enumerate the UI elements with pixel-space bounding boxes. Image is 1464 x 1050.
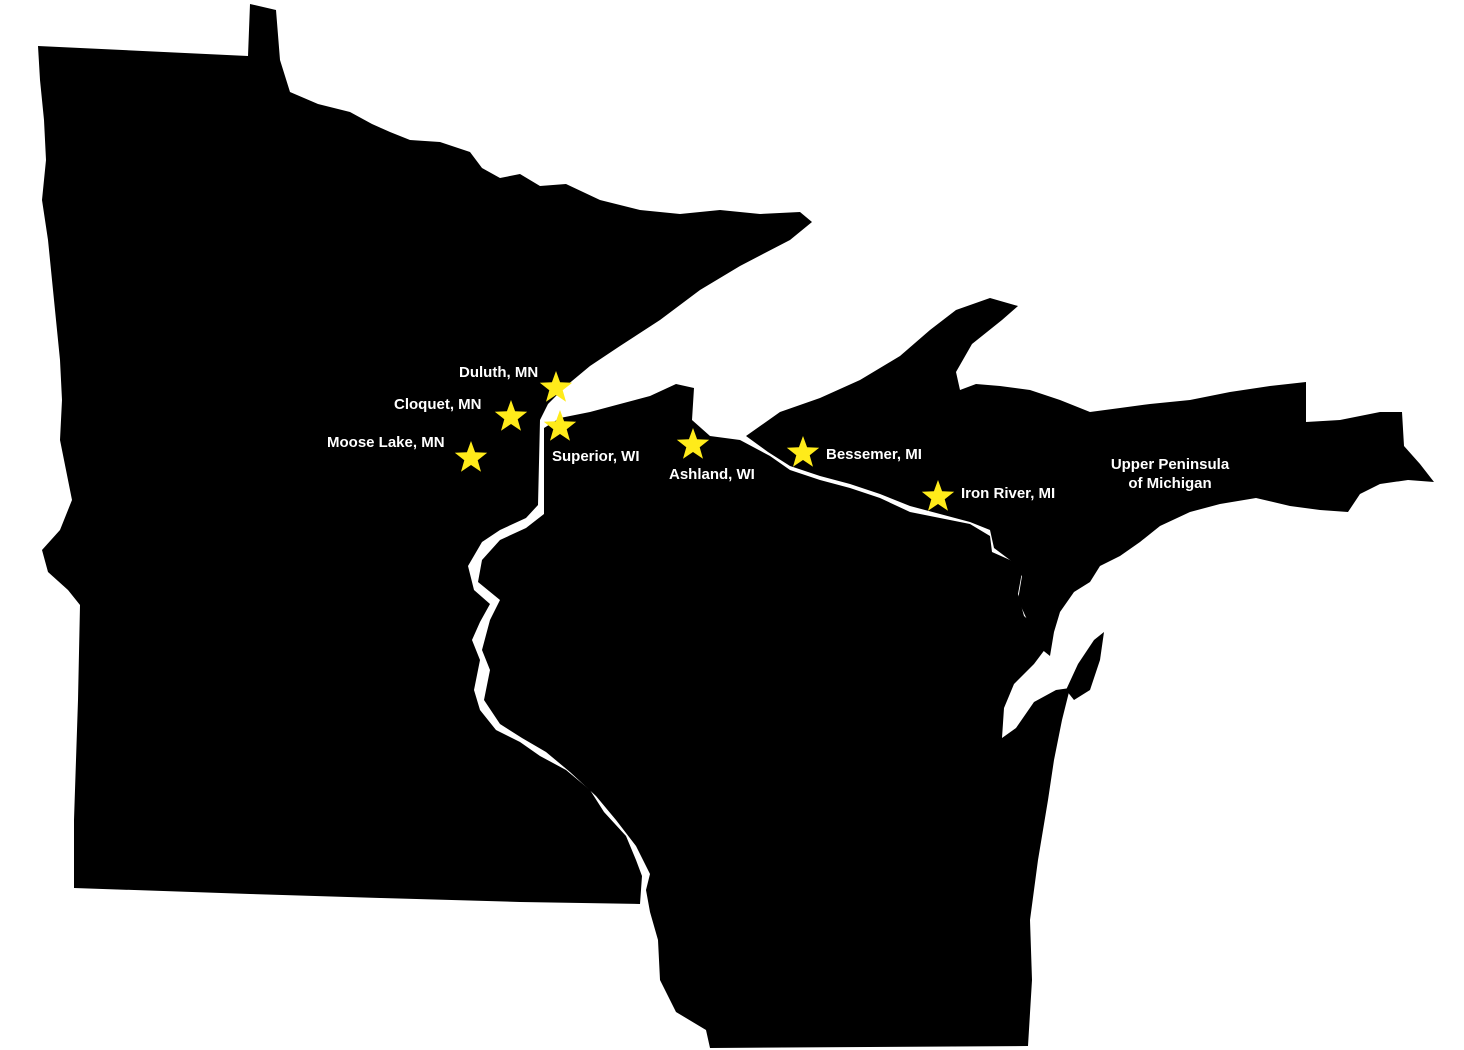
star-icon-cloquet — [494, 400, 528, 431]
label-moose-lake: Moose Lake, MN — [327, 434, 445, 451]
star-icon-moose-lake — [454, 441, 488, 472]
star-icon-ashland — [676, 428, 710, 459]
region-label-line1: Upper Peninsula — [1111, 456, 1230, 473]
minnesota-shape — [38, 4, 812, 904]
wisconsin-shape — [478, 384, 1070, 1048]
star-icon-duluth — [539, 371, 573, 402]
door-peninsula-shape — [1066, 632, 1104, 700]
label-iron-river: Iron River, MI — [961, 485, 1055, 502]
star-icon-iron-river — [921, 480, 955, 511]
upper-peninsula-shape — [746, 298, 1434, 656]
label-superior: Superior, WI — [552, 448, 640, 465]
region-label-line2: of Michigan — [1128, 475, 1211, 492]
star-icon-bessemer — [786, 436, 820, 467]
label-bessemer: Bessemer, MI — [826, 446, 922, 463]
label-duluth: Duluth, MN — [459, 364, 538, 381]
label-ashland: Ashland, WI — [669, 466, 755, 483]
label-cloquet: Cloquet, MN — [394, 396, 482, 413]
star-icon-superior — [543, 410, 577, 441]
